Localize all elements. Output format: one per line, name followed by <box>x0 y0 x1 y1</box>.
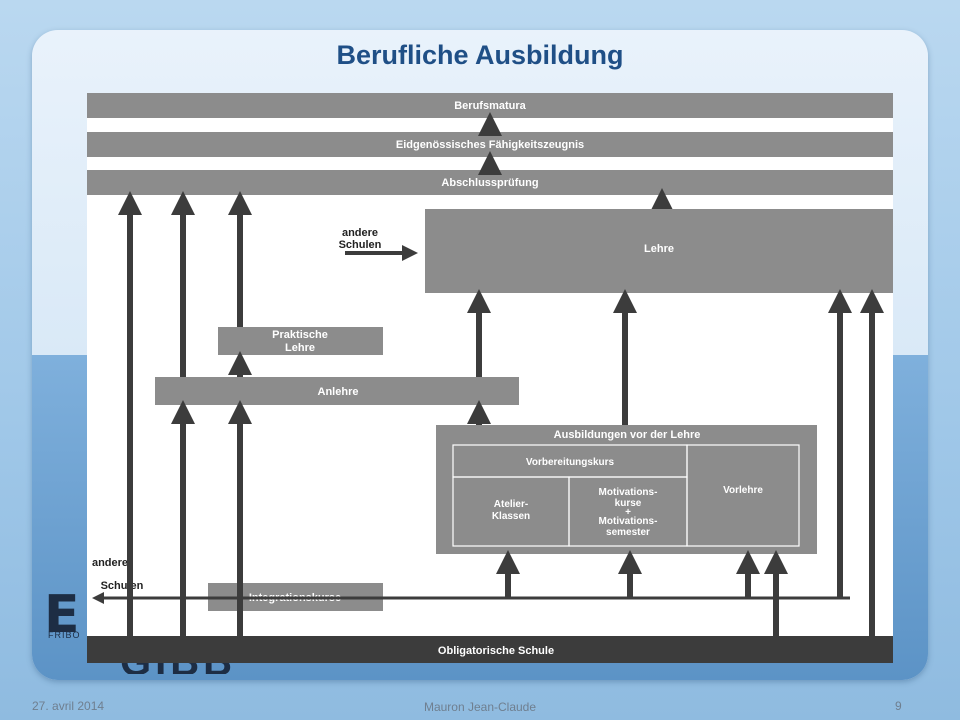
ausbildungen-label: Ausbildungen vor der Lehre <box>554 429 701 441</box>
vorlehre-label: Vorlehre <box>723 485 763 496</box>
andere-schulen-bottom-line1: andere <box>92 557 128 569</box>
lehre-box <box>425 209 893 293</box>
motivations-label-4: Motivations- <box>599 516 658 527</box>
vorlehre-cell <box>686 444 800 547</box>
abschluss-label: Abschlussprüfung <box>441 177 538 189</box>
footer-page-number: 9 <box>895 699 902 713</box>
andere-schulen-bottom-line2: Schulen <box>101 580 144 592</box>
motivations-label-1: Motivations- <box>599 487 658 498</box>
vorbereitungskurs-label: Vorbereitungskurs <box>526 457 615 468</box>
berufsmatura-label: Berufsmatura <box>454 100 526 112</box>
atelier-label-2: Klassen <box>492 511 530 522</box>
andere-schulen-top-line2: Schulen <box>339 239 382 251</box>
logo-subtext: FRIBO <box>48 630 81 640</box>
ausbildungen-box <box>436 425 817 554</box>
motivations-label-2: kurse <box>615 498 642 509</box>
praktische-lehre-label-2: Lehre <box>285 342 315 354</box>
anlehre-label: Anlehre <box>318 386 359 398</box>
motivations-label-3: + <box>625 507 631 518</box>
obligatorische-schule-label: Obligatorische Schule <box>438 645 554 657</box>
logo-letter: E <box>44 585 80 645</box>
obligatorische-schule-box <box>87 636 893 663</box>
anlehre-box <box>155 377 519 405</box>
praktische-lehre-box <box>218 327 383 355</box>
footer-author: Mauron Jean-Claude <box>423 700 537 714</box>
andere-schulen-top-line1: andere <box>342 227 378 239</box>
footer-date: 27. avril 2014 <box>32 699 105 713</box>
efz-label: Eidgenössisches Fähigkeitszeugnis <box>396 139 584 151</box>
praktische-lehre-label-1: Praktische <box>272 329 328 341</box>
motivations-label-5: semester <box>606 527 650 538</box>
slide-title: Berufliche Ausbildung <box>336 40 624 70</box>
atelier-label-1: Atelier- <box>494 499 528 510</box>
lehre-label: Lehre <box>644 243 674 255</box>
